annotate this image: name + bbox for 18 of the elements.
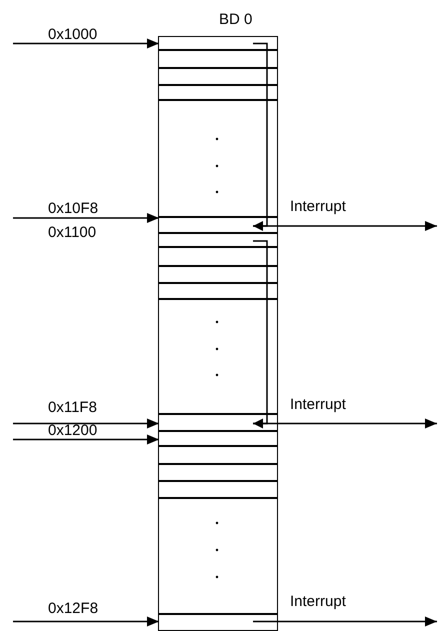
edge-label: Interrupt [290, 396, 346, 413]
arrow [13, 38, 159, 48]
edge-label: Interrupt [290, 198, 346, 215]
edge-label: Interrupt [290, 593, 346, 610]
address-label: 0x11F8 [48, 399, 97, 416]
arrow [253, 240, 268, 428]
arrow [13, 434, 159, 444]
address-label: 0x12F8 [48, 600, 98, 617]
arrow [13, 418, 159, 428]
address-label: 0x10F8 [48, 200, 98, 217]
address-label: 0x1200 [48, 422, 98, 439]
arrow [13, 213, 159, 223]
address-label: 0x1000 [48, 26, 98, 43]
address-label: 0x1100 [48, 224, 96, 241]
arrow [253, 42, 268, 231]
table-heading: BD 0 [219, 11, 252, 28]
arrow [253, 616, 437, 626]
arrow [13, 616, 159, 626]
